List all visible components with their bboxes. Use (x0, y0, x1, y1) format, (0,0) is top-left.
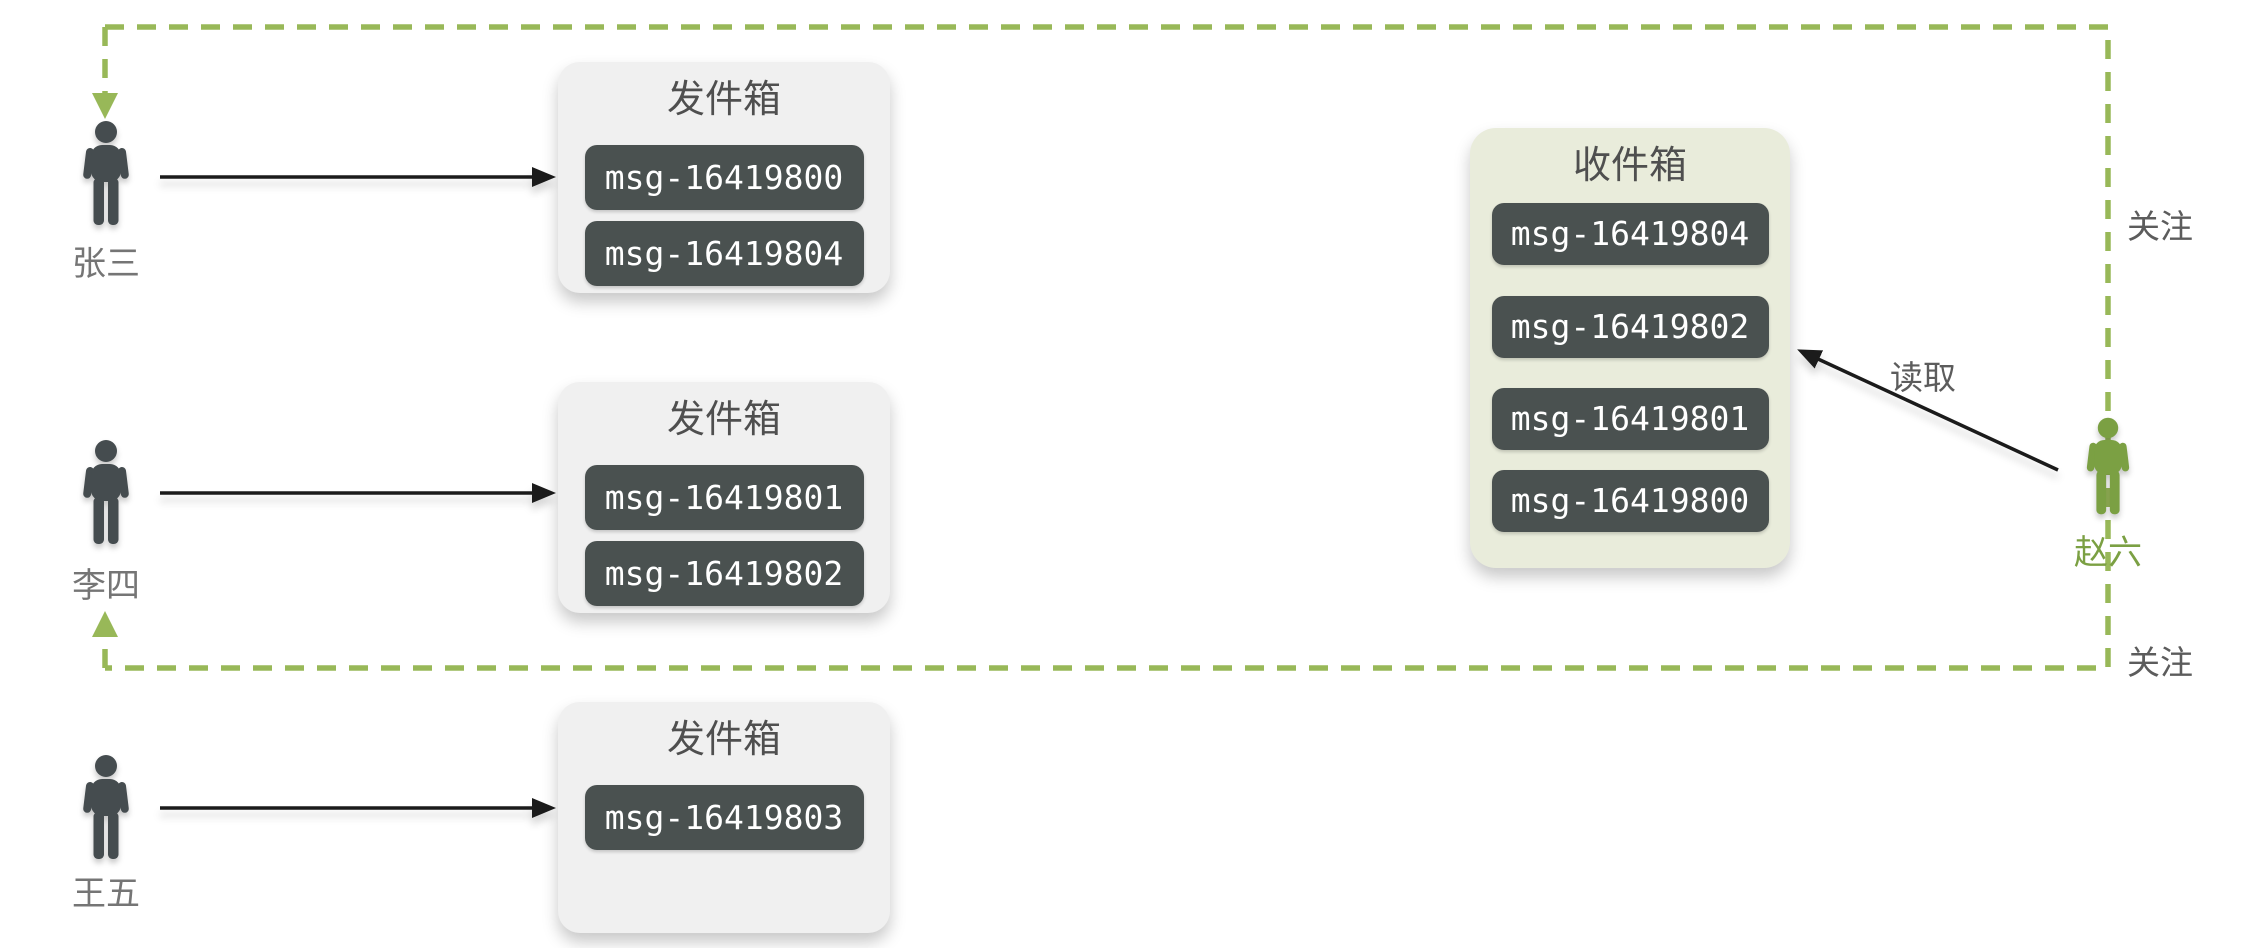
message-pill: msg-16419801 (584, 465, 864, 530)
message-pill: msg-16419804 (1491, 203, 1769, 265)
message-pill: msg-16419802 (1491, 296, 1769, 358)
read-arrow (1797, 349, 2059, 472)
read-label: 读取 (1890, 358, 1956, 397)
outbox-title: 发件箱 (666, 717, 781, 761)
user-label-zhangsan: 张三 (72, 244, 140, 284)
message-pill: msg-16419803 (584, 785, 864, 850)
inbox-card: 收件箱 msg-16419804 msg-16419802 msg-164198… (1470, 128, 1790, 568)
follow-label-top: 关注 (2127, 207, 2193, 246)
outbox-card-lisi: 发件箱 msg-16419801 msg-16419802 (558, 382, 890, 613)
message-pill: msg-16419801 (1491, 388, 1769, 450)
person-icon-lisi (82, 440, 130, 544)
follow-dashed-path (92, 24, 2111, 671)
message-pill: msg-16419800 (1491, 470, 1769, 532)
outbox-title: 发件箱 (666, 397, 781, 441)
person-icon-zhaoliu (2086, 417, 2130, 515)
person-icon-wangwu (82, 755, 130, 859)
message-pill: msg-16419802 (584, 541, 864, 606)
user-label-wangwu: 王五 (72, 874, 140, 914)
message-pill: msg-16419800 (584, 145, 864, 210)
inbox-title: 收件箱 (1572, 143, 1687, 187)
outbox-card-wangwu: 发件箱 msg-16419803 (558, 702, 890, 933)
user-label-zhaoliu: 赵六 (2074, 533, 2142, 573)
publish-read-arrows (160, 167, 2059, 818)
follow-label-bottom: 关注 (2127, 643, 2193, 682)
outbox-title: 发件箱 (666, 77, 781, 121)
outbox-card-zhangsan: 发件箱 msg-16419800 msg-16419804 (558, 62, 890, 293)
follow-dashed-border (105, 24, 2111, 671)
message-pill: msg-16419804 (584, 221, 864, 286)
user-label-lisi: 李四 (72, 566, 140, 606)
person-icon-zhangsan (82, 121, 130, 225)
